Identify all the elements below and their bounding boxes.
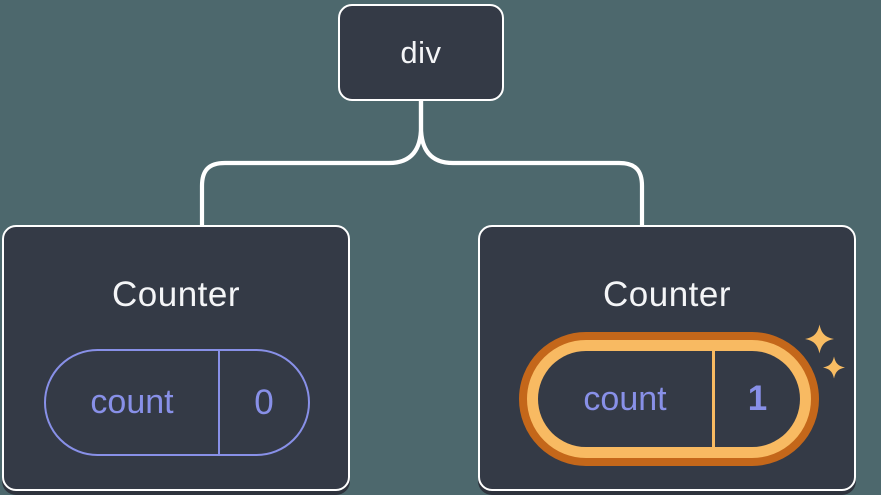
counter-card-left: Counter count 0 <box>2 225 350 491</box>
sparkle-large-icon <box>805 324 834 354</box>
state-value: 0 <box>218 351 308 454</box>
counter-title: Counter <box>602 275 732 314</box>
state-pill-highlighted: count 1 <box>519 332 819 466</box>
root-node: div <box>338 4 504 101</box>
counter-card-right: Counter count 1 <box>478 225 856 491</box>
connector-right-branch <box>418 100 645 227</box>
connector-left-branch <box>199 100 424 227</box>
state-pill: count 0 <box>44 349 310 456</box>
state-key: count <box>583 379 667 418</box>
sparkle-small-icon <box>823 356 845 379</box>
root-node-label: div <box>400 34 442 70</box>
state-key: count <box>90 383 174 421</box>
counter-title: Counter <box>111 275 241 314</box>
state-value: 1 <box>712 351 800 447</box>
state-pill: count 1 <box>538 351 800 447</box>
